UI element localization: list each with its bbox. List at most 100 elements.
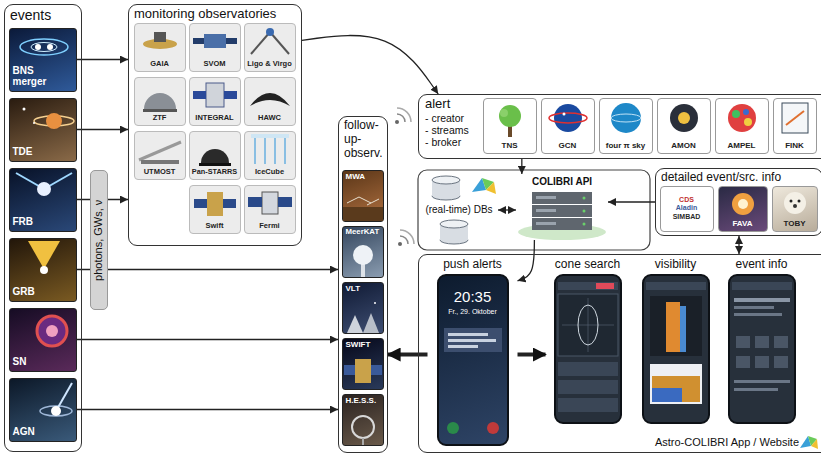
event-tile: GRB xyxy=(9,238,77,302)
illustration-shape xyxy=(194,199,207,208)
wireless-arc xyxy=(397,108,411,122)
illustration-shape xyxy=(734,388,778,391)
illustration-shape xyxy=(786,111,804,125)
illustration-shape xyxy=(34,116,74,126)
phone-body xyxy=(642,274,710,424)
illustration-shape xyxy=(558,398,618,412)
event-tile: FRB xyxy=(9,168,77,232)
phone-screen: event info xyxy=(722,258,802,430)
observatory-tile: HAWC xyxy=(244,77,296,126)
observatory-label: ZTF xyxy=(153,114,167,123)
illustration-shape xyxy=(784,192,806,214)
illustration-shape xyxy=(487,422,499,434)
illustration-shape xyxy=(264,138,266,164)
panel-heading: follow- up- observ. xyxy=(344,119,382,160)
logo-label: AMPEL xyxy=(728,141,756,150)
screen-text: 20:35 xyxy=(454,288,492,305)
panel-box: CDSAladinSIMBADFAVATOBYdetailed event/sr… xyxy=(655,168,821,236)
illustration-shape xyxy=(499,105,521,127)
illustration-shape xyxy=(440,236,468,244)
wireless-dot xyxy=(398,242,402,246)
event-label: GRB xyxy=(13,286,35,298)
connector-arrow xyxy=(498,209,516,210)
telescope-tile: VLT xyxy=(342,282,384,334)
panel-box: GAIASVOMLigo & VirgoZTFINTEGRALHAWCUTMOS… xyxy=(128,4,302,246)
illustration-shape xyxy=(536,196,556,199)
illustration-shape xyxy=(650,296,702,356)
event-tile: SN xyxy=(9,308,77,372)
phone-screen: push alerts20:35Fr., 29. Oktober xyxy=(428,258,518,452)
connector-arrow xyxy=(302,36,438,94)
illustration-shape xyxy=(432,192,460,200)
illustration-shape xyxy=(549,113,587,123)
illustration-shape xyxy=(16,173,44,189)
phone-body xyxy=(554,274,622,424)
illustration-shape xyxy=(361,263,365,277)
illustration-shape xyxy=(207,192,223,216)
list-item: - broker xyxy=(425,136,815,148)
illustration-shape xyxy=(532,192,592,204)
illustration-shape xyxy=(56,383,72,411)
illustration-shape xyxy=(206,83,224,107)
illustration-shape xyxy=(343,207,383,221)
logo-label: FINK xyxy=(785,141,804,150)
illustration-shape xyxy=(251,134,289,138)
illustration-shape xyxy=(558,362,618,376)
illustration-shape xyxy=(362,438,364,445)
illustration-shape xyxy=(558,282,618,290)
illustration-shape xyxy=(782,103,808,133)
illustration-shape xyxy=(583,223,586,226)
logo-tile: four π sky xyxy=(599,98,653,154)
connector-arrow xyxy=(608,201,655,202)
illustration-shape xyxy=(743,109,749,115)
illustration-shape xyxy=(47,44,53,50)
observatory-tile: Fermi xyxy=(244,185,296,234)
illustration-shape xyxy=(755,336,769,348)
illustration-shape xyxy=(20,39,68,55)
event-label: SN xyxy=(13,356,27,368)
illustration-shape xyxy=(266,28,274,36)
band-label: photons, GWs, ν xyxy=(93,199,106,280)
illustration-shape xyxy=(251,32,270,54)
illustration-shape xyxy=(734,313,782,316)
illustration-shape xyxy=(732,110,740,118)
illustration-shape xyxy=(562,112,565,115)
illustration-shape xyxy=(440,220,468,228)
illustration-shape xyxy=(347,197,359,203)
illustration-shape xyxy=(583,197,586,200)
event-label: FRB xyxy=(13,216,34,228)
illustration-shape xyxy=(193,91,206,99)
screen-heading: visibility xyxy=(655,258,696,272)
observatory-tile: SVOM xyxy=(189,23,241,72)
illustration-shape xyxy=(532,218,592,230)
illustration-shape xyxy=(35,44,41,50)
connector-arrow xyxy=(518,240,535,281)
illustration-shape xyxy=(666,302,680,352)
illustration-shape xyxy=(587,298,588,352)
illustration-shape xyxy=(536,222,556,225)
illustration-shape xyxy=(440,224,468,240)
illustration-shape xyxy=(432,180,460,196)
illustration-shape xyxy=(797,199,800,202)
illustration-shape xyxy=(536,209,556,212)
observatory-tile: ZTF xyxy=(134,77,186,126)
illustration-shape xyxy=(278,197,292,207)
observatory-label: SVOM xyxy=(203,60,225,69)
illustration-shape xyxy=(444,328,502,352)
illustration-shape xyxy=(738,199,748,209)
telescope-label: SWIFT xyxy=(346,340,371,349)
illustration-shape xyxy=(154,32,166,42)
illustration-shape xyxy=(144,93,176,109)
telescope-label: MWA xyxy=(346,172,366,181)
illustration-shape xyxy=(448,333,488,336)
messenger-band: photons, GWs, ν xyxy=(90,170,108,310)
observatory-label: INTEGRAL xyxy=(195,114,233,123)
illustration-shape xyxy=(578,305,598,345)
illustration-shape xyxy=(447,422,459,434)
observatory-label: UTMOST xyxy=(144,168,176,177)
screen-heading: cone search xyxy=(555,258,620,272)
illustration-shape xyxy=(554,104,582,132)
illustration-shape xyxy=(40,406,72,416)
illustration-shape xyxy=(363,313,379,333)
